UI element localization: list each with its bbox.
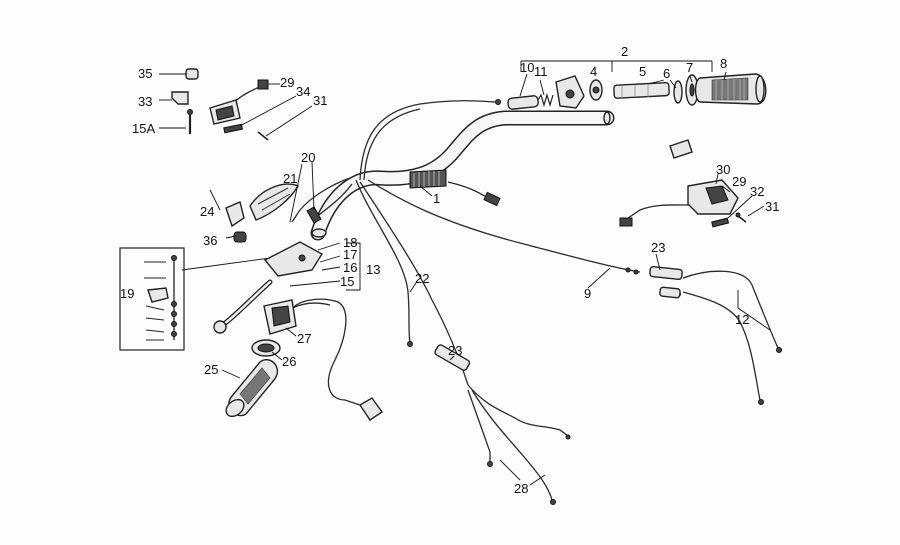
callout-23-left: 23: [448, 343, 462, 358]
handlebar: [310, 110, 615, 241]
leader-lines: [159, 60, 771, 486]
callout-17: 17: [343, 247, 357, 262]
callout-labels: 1 2 4 5 6 7 8 9 10 11 12 13 15 15A 16 17…: [120, 44, 779, 496]
left-top-switch-assembly: [171, 68, 269, 141]
callout-7: 7: [686, 60, 693, 75]
callout-4: 4: [590, 64, 597, 79]
left-lever-assembly: [213, 241, 383, 421]
callout-30: 30: [716, 162, 730, 177]
right-switch-assembly: [619, 179, 747, 228]
callout-32: 32: [750, 184, 764, 199]
callout-16: 16: [343, 260, 357, 275]
callout-35: 35: [138, 66, 152, 81]
callout-21: 21: [283, 171, 297, 186]
callout-28: 28: [514, 481, 528, 496]
callout-15: 15: [340, 274, 354, 289]
callout-15a: 15A: [132, 121, 155, 136]
adjuster-fittings: [434, 265, 683, 371]
callout-26: 26: [282, 354, 296, 369]
callout-5: 5: [639, 64, 646, 79]
callout-10: 10: [520, 60, 534, 75]
callout-34: 34: [296, 84, 310, 99]
small-parts-box: [119, 247, 185, 351]
callout-24: 24: [200, 204, 214, 219]
callout-19: 19: [120, 286, 134, 301]
callout-8: 8: [720, 56, 727, 71]
callout-25: 25: [204, 362, 218, 377]
callout-6: 6: [663, 66, 670, 81]
callout-23-right: 23: [651, 240, 665, 255]
right-controls: [507, 73, 767, 159]
left-control-group: [225, 183, 322, 243]
callout-1: 1: [433, 191, 440, 206]
callout-18: 18: [343, 235, 357, 250]
callout-27: 27: [297, 331, 311, 346]
callout-31-left: 31: [313, 93, 327, 108]
callout-29-right: 29: [732, 174, 746, 189]
callout-20: 20: [301, 150, 315, 165]
callout-36: 36: [203, 233, 217, 248]
callout-12: 12: [735, 312, 749, 327]
callout-29-left: 29: [280, 75, 294, 90]
callout-22: 22: [415, 271, 429, 286]
callout-33: 33: [138, 94, 152, 109]
callout-11: 11: [534, 64, 548, 79]
callout-9: 9: [584, 286, 591, 301]
callout-31-right: 31: [765, 199, 779, 214]
callout-13: 13: [366, 262, 380, 277]
cable-routing: [231, 85, 782, 505]
callout-2: 2: [621, 44, 628, 59]
